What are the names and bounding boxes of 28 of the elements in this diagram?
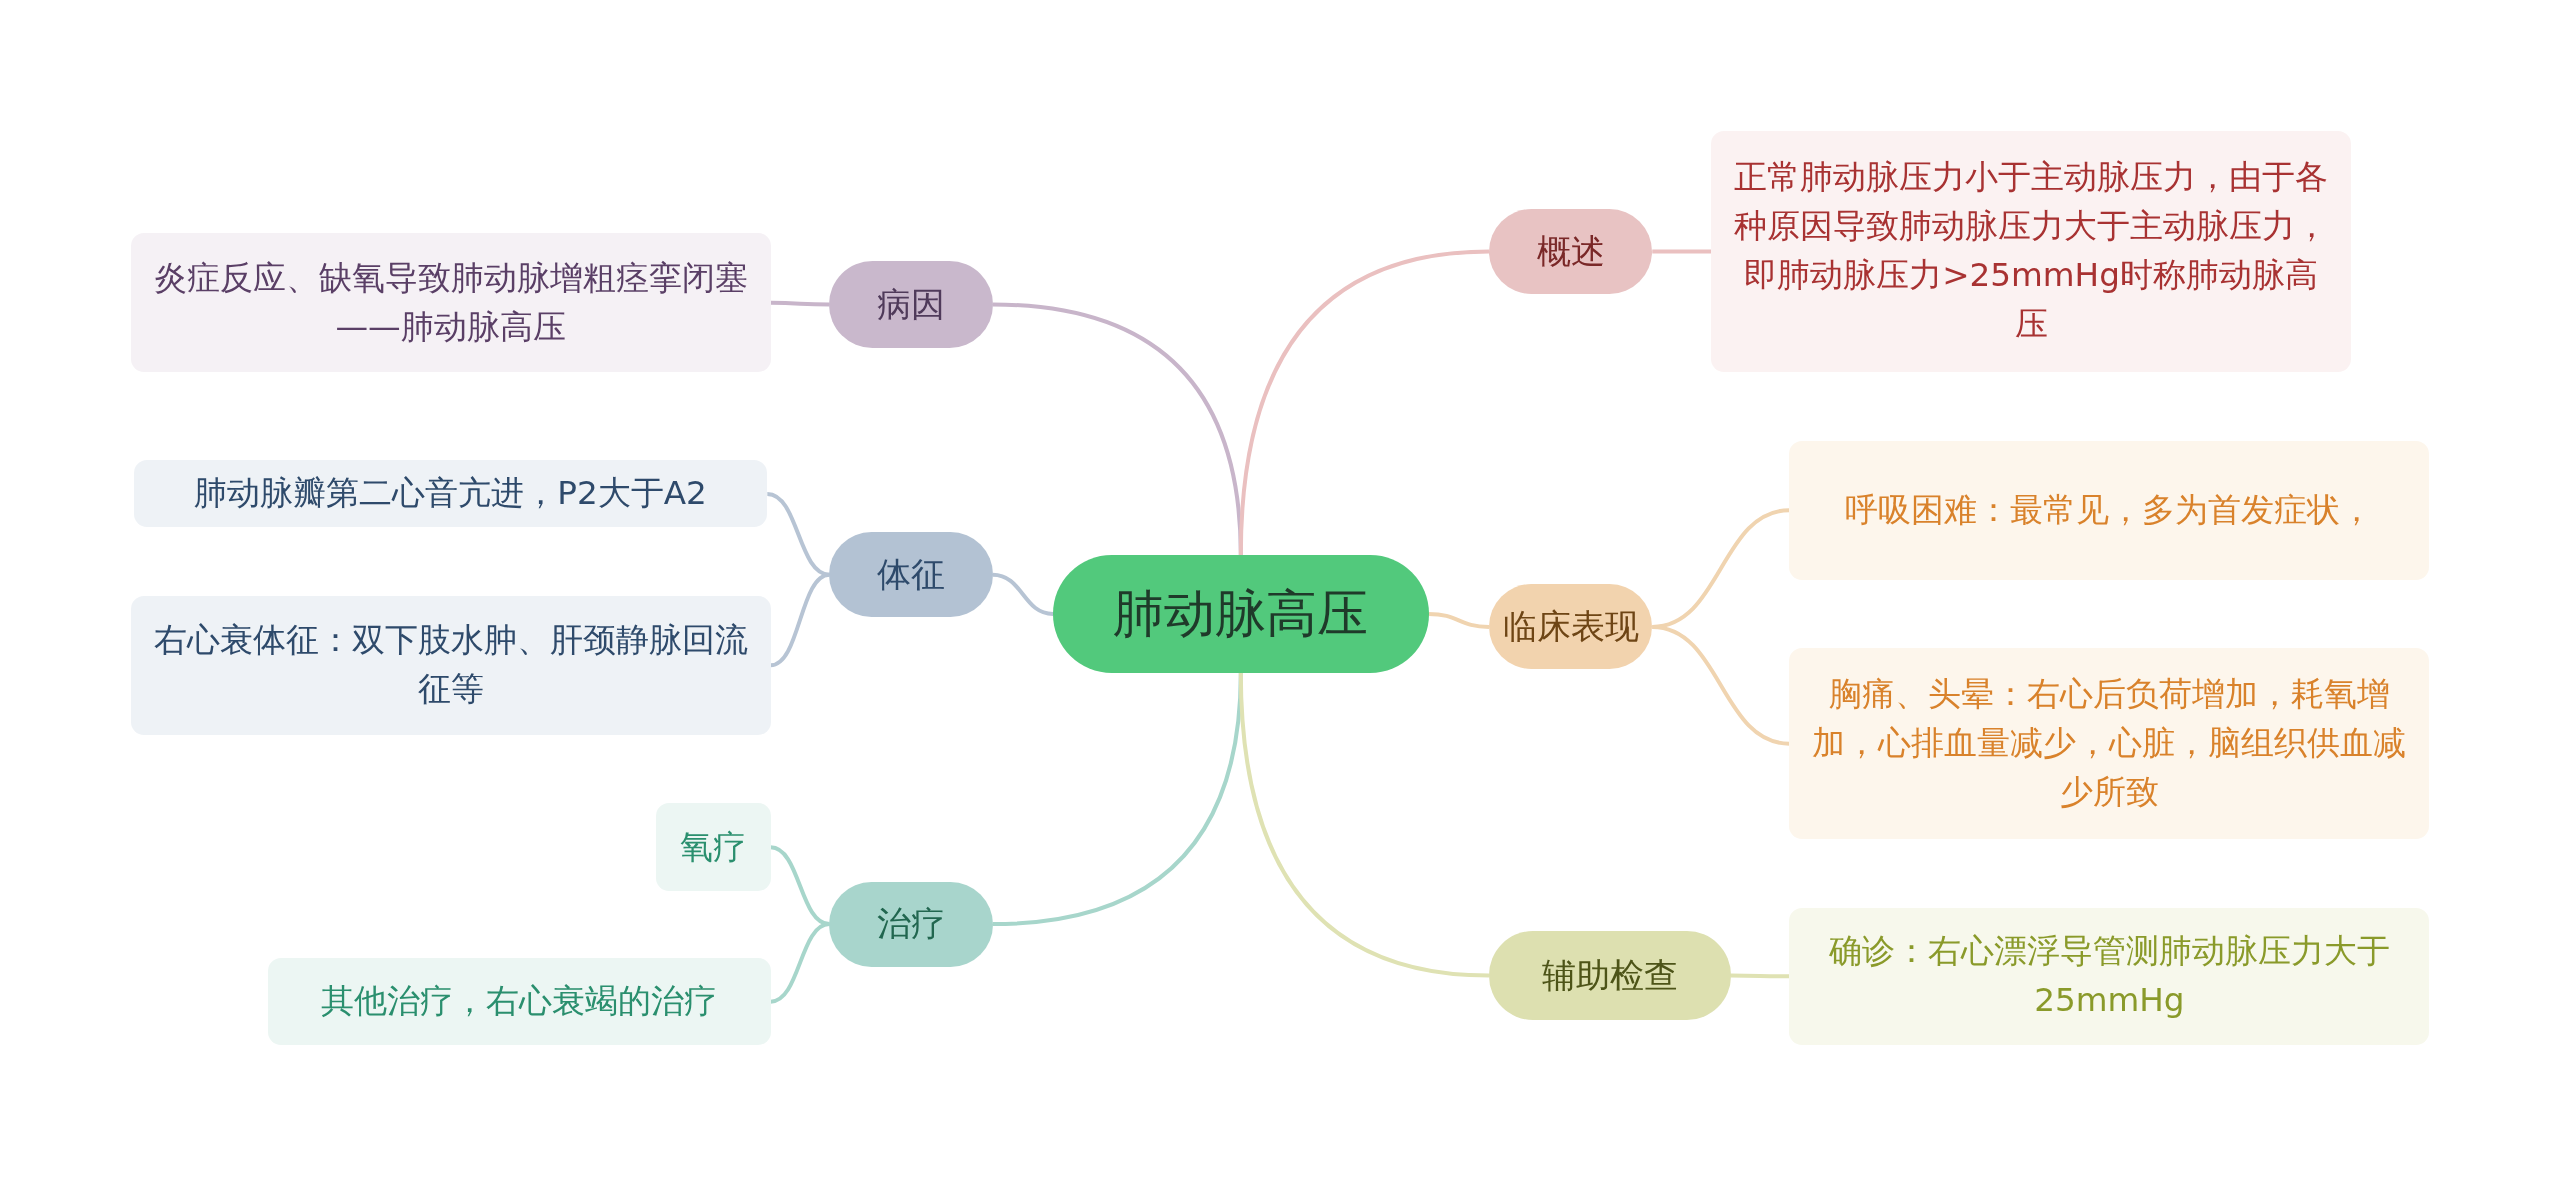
- subtopic-box: 确诊：右心漂浮导管测肺动脉压力大于25mmHg: [1789, 907, 2430, 1045]
- connector-line: [992, 572, 1054, 616]
- subtopic-box: 炎症反应、缺氧导致肺动脉增粗痉挛闭塞——肺动脉高压: [130, 233, 771, 373]
- connector-line: [1730, 973, 1790, 979]
- subtopic-box: 呼吸困难：最常见，多为首发症状，: [1789, 440, 2430, 580]
- subtopic-box: 正常肺动脉压力小于主动脉压力，由于各种原因导致肺动脉压力大于主动脉压力，即肺动脉压力>25mmHg时称肺动脉高压: [1711, 130, 2351, 373]
- branch-topic: 体征: [829, 532, 993, 618]
- subtopic-box: 氧疗: [656, 803, 771, 892]
- connector-line: [766, 491, 830, 577]
- connector-line: [1238, 249, 1490, 556]
- connector-line: [1238, 672, 1490, 978]
- connector-line: [1652, 249, 1711, 254]
- subtopic-box: 右心衰体征：双下肢水肿、肝颈静脉回流征等: [130, 595, 771, 735]
- branch-topic: 辅助检查: [1488, 930, 1731, 1021]
- connector-line: [770, 300, 830, 307]
- branch-topic: 临床表现: [1488, 584, 1653, 670]
- branch-topic: 病因: [829, 261, 993, 348]
- connector-line: [770, 845, 830, 927]
- connector-line: [1428, 611, 1490, 629]
- connector-line: [770, 572, 830, 668]
- subtopic-box: 肺动脉瓣第二心音亢进，P2大于A2: [133, 460, 768, 528]
- central-topic: 肺动脉高压: [1053, 555, 1429, 673]
- subtopic-box: 胸痛、头晕：右心后负荷增加，耗氧增加，心排血量减少，心脏，脑组织供血减少所致: [1789, 648, 2430, 840]
- branch-topic: 概述: [1488, 208, 1653, 294]
- subtopic-box: 其他治疗，右心衰竭的治疗: [267, 958, 771, 1045]
- branch-topic: 治疗: [829, 881, 993, 967]
- connector-line: [1651, 624, 1790, 746]
- connector-line: [770, 922, 830, 1004]
